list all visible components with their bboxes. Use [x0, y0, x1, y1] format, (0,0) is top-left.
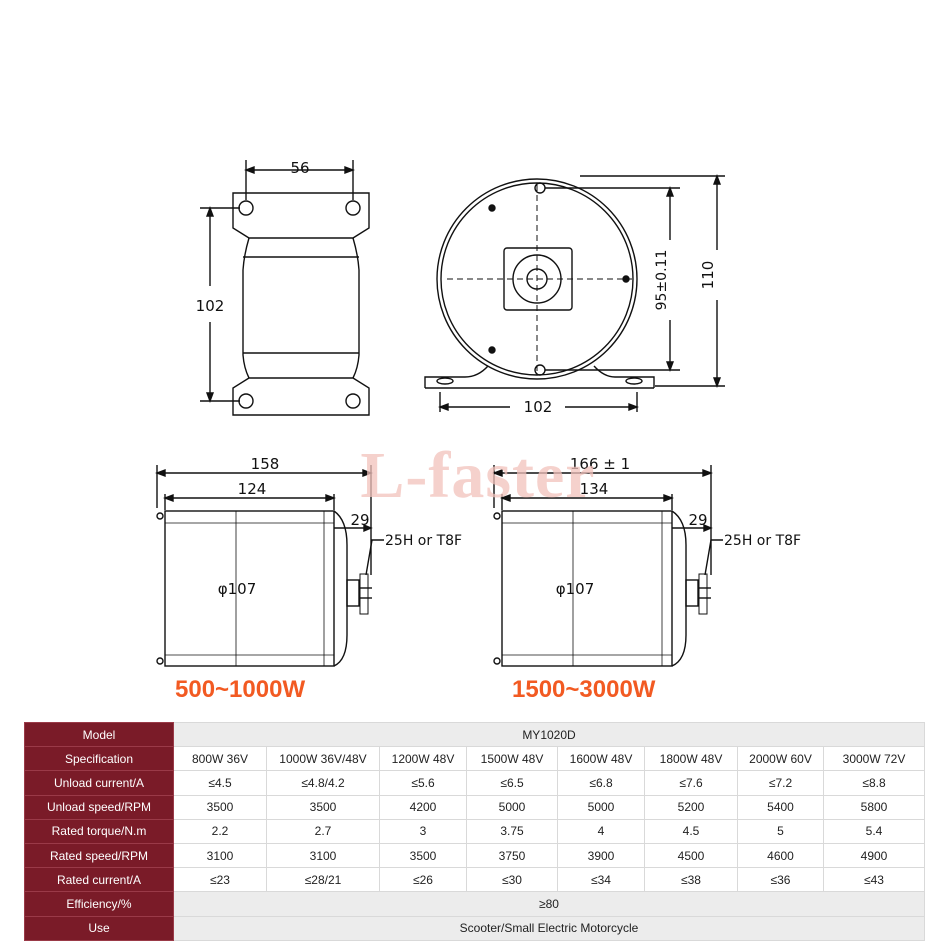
- table-cell: 5.4: [823, 818, 925, 844]
- efficiency-value: ≥80: [173, 891, 925, 917]
- table-cell: 1000W 36V/48V: [266, 746, 380, 772]
- table-cell: ≤28/21: [266, 867, 380, 893]
- table-cell: 2000W 60V: [737, 746, 824, 772]
- table-cell: ≤4.5: [173, 770, 267, 796]
- row-header: Use: [24, 915, 174, 941]
- use-value: Scooter/Small Electric Motorcycle: [173, 915, 925, 941]
- table-cell: 3900: [557, 842, 645, 869]
- right-shaft-length-label: 29: [688, 511, 707, 529]
- table-cell: 2.7: [266, 818, 380, 844]
- table-cell: 5200: [644, 794, 738, 820]
- row-header: Rated current/A: [24, 867, 174, 893]
- table-cell: 3100: [266, 842, 380, 869]
- table-cell: ≤6.8: [557, 770, 645, 796]
- left-power-caption: 500~1000W: [175, 676, 306, 703]
- table-row-model: Model MY1020D: [24, 721, 925, 748]
- table-cell: ≤8.8: [823, 770, 925, 796]
- left-sprocket-label: 25H or T8F: [385, 533, 462, 549]
- left-diameter-label: φ107: [218, 580, 257, 598]
- top-view-drawing: [200, 160, 370, 416]
- table-row-efficiency: Efficiency/% ≥80: [24, 891, 925, 917]
- table-cell: ≤34: [557, 867, 645, 893]
- table-cell: ≤23: [173, 867, 267, 893]
- table-cell: 1200W 48V: [379, 746, 467, 772]
- table-cell: ≤6.5: [466, 770, 558, 796]
- table-cell: ≤4.8/4.2: [266, 770, 380, 796]
- front-view-drawing: [424, 174, 725, 412]
- table-row: Rated current/A≤23≤28/21≤26≤30≤34≤38≤36≤…: [24, 867, 925, 893]
- table-cell: ≤38: [644, 867, 738, 893]
- row-header: Specification: [24, 746, 174, 772]
- table-cell: 4500: [644, 842, 738, 869]
- table-cell: 5800: [823, 794, 925, 820]
- table-row-use: Use Scooter/Small Electric Motorcycle: [24, 915, 925, 941]
- table-cell: ≤36: [737, 867, 824, 893]
- row-header: Unload speed/RPM: [24, 794, 174, 820]
- right-sprocket-label: 25H or T8F: [724, 533, 801, 549]
- table-cell: 5: [737, 818, 824, 844]
- right-diameter-label: φ107: [556, 580, 595, 598]
- front-height-label: 110: [699, 261, 717, 290]
- table-cell: 4900: [823, 842, 925, 869]
- table-row: Unload current/A≤4.5≤4.8/4.2≤5.6≤6.5≤6.8…: [24, 770, 925, 796]
- table-cell: 800W 36V: [173, 746, 267, 772]
- left-side-view-drawing: [155, 465, 384, 667]
- table-cell: 5000: [557, 794, 645, 820]
- left-body-length-label: 124: [238, 480, 267, 498]
- table-cell: 3: [379, 818, 467, 844]
- table-cell: 4: [557, 818, 645, 844]
- table-cell: ≤5.6: [379, 770, 467, 796]
- table-cell: 2.2: [173, 818, 267, 844]
- table-cell: ≤26: [379, 867, 467, 893]
- table-cell: 3500: [173, 794, 267, 820]
- row-header: Unload current/A: [24, 770, 174, 796]
- model-value: MY1020D: [173, 721, 925, 748]
- table-cell: 1800W 48V: [644, 746, 738, 772]
- table-cell: 3100: [173, 842, 267, 869]
- table-cell: 3500: [266, 794, 380, 820]
- table-cell: 4200: [379, 794, 467, 820]
- row-header: Rated torque/N.m: [24, 818, 174, 844]
- table-cell: ≤7.6: [644, 770, 738, 796]
- row-header: Efficiency/%: [24, 891, 174, 917]
- brand-watermark: L-faster: [360, 439, 596, 512]
- table-cell: 4600: [737, 842, 824, 869]
- row-header: Rated speed/RPM: [24, 842, 174, 869]
- top-view-width-label: 56: [290, 159, 309, 177]
- right-power-caption: 1500~3000W: [512, 676, 656, 703]
- table-cell: 3000W 72V: [823, 746, 925, 772]
- mount-diameter-label: 95±0.11: [654, 250, 670, 311]
- top-view-height-label: 102: [196, 297, 225, 315]
- right-body-length-label: 134: [580, 480, 609, 498]
- table-cell: 5400: [737, 794, 824, 820]
- left-overall-length-label: 158: [251, 455, 280, 473]
- table-cell: 1500W 48V: [466, 746, 558, 772]
- table-cell: ≤7.2: [737, 770, 824, 796]
- technical-drawings: 56 102 95±0.11 110 102 158 124 29 25H or…: [155, 159, 801, 667]
- table-cell: 5000: [466, 794, 558, 820]
- row-header: Model: [24, 721, 174, 748]
- front-base-width-label: 102: [524, 398, 553, 416]
- table-cell: ≤43: [823, 867, 925, 893]
- left-shaft-length-label: 29: [350, 511, 369, 529]
- table-cell: 3750: [466, 842, 558, 869]
- table-cell: 3500: [379, 842, 467, 869]
- right-overall-length-label: 166 ± 1: [570, 455, 630, 473]
- table-cell: 3.75: [466, 818, 558, 844]
- table-cell: ≤30: [466, 867, 558, 893]
- table-cell: 1600W 48V: [557, 746, 645, 772]
- table-cell: 4.5: [644, 818, 738, 844]
- right-side-view-drawing: [492, 465, 723, 667]
